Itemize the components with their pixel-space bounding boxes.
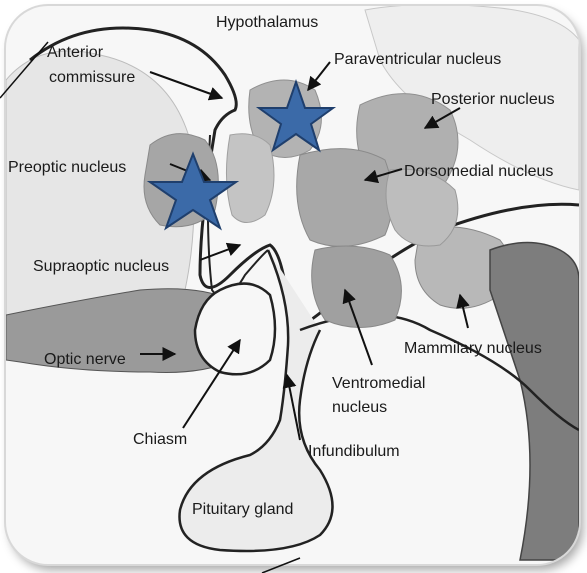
corner-lines — [0, 0, 587, 573]
